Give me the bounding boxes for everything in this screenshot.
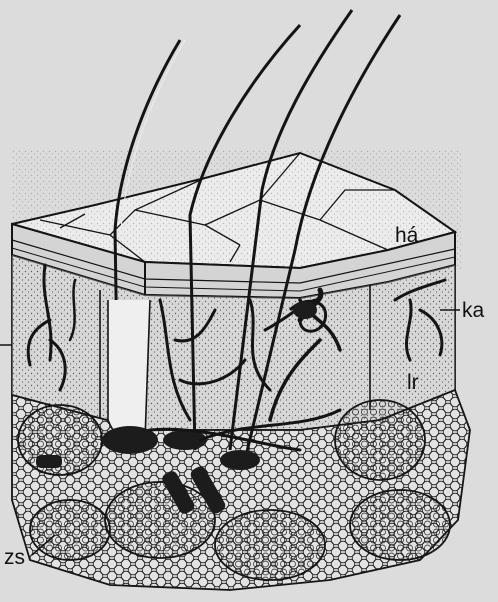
label-ha: há bbox=[395, 225, 418, 246]
label-ka: ka bbox=[462, 300, 484, 321]
label-ir: lr bbox=[407, 372, 419, 393]
label-zs: zs bbox=[4, 547, 25, 568]
